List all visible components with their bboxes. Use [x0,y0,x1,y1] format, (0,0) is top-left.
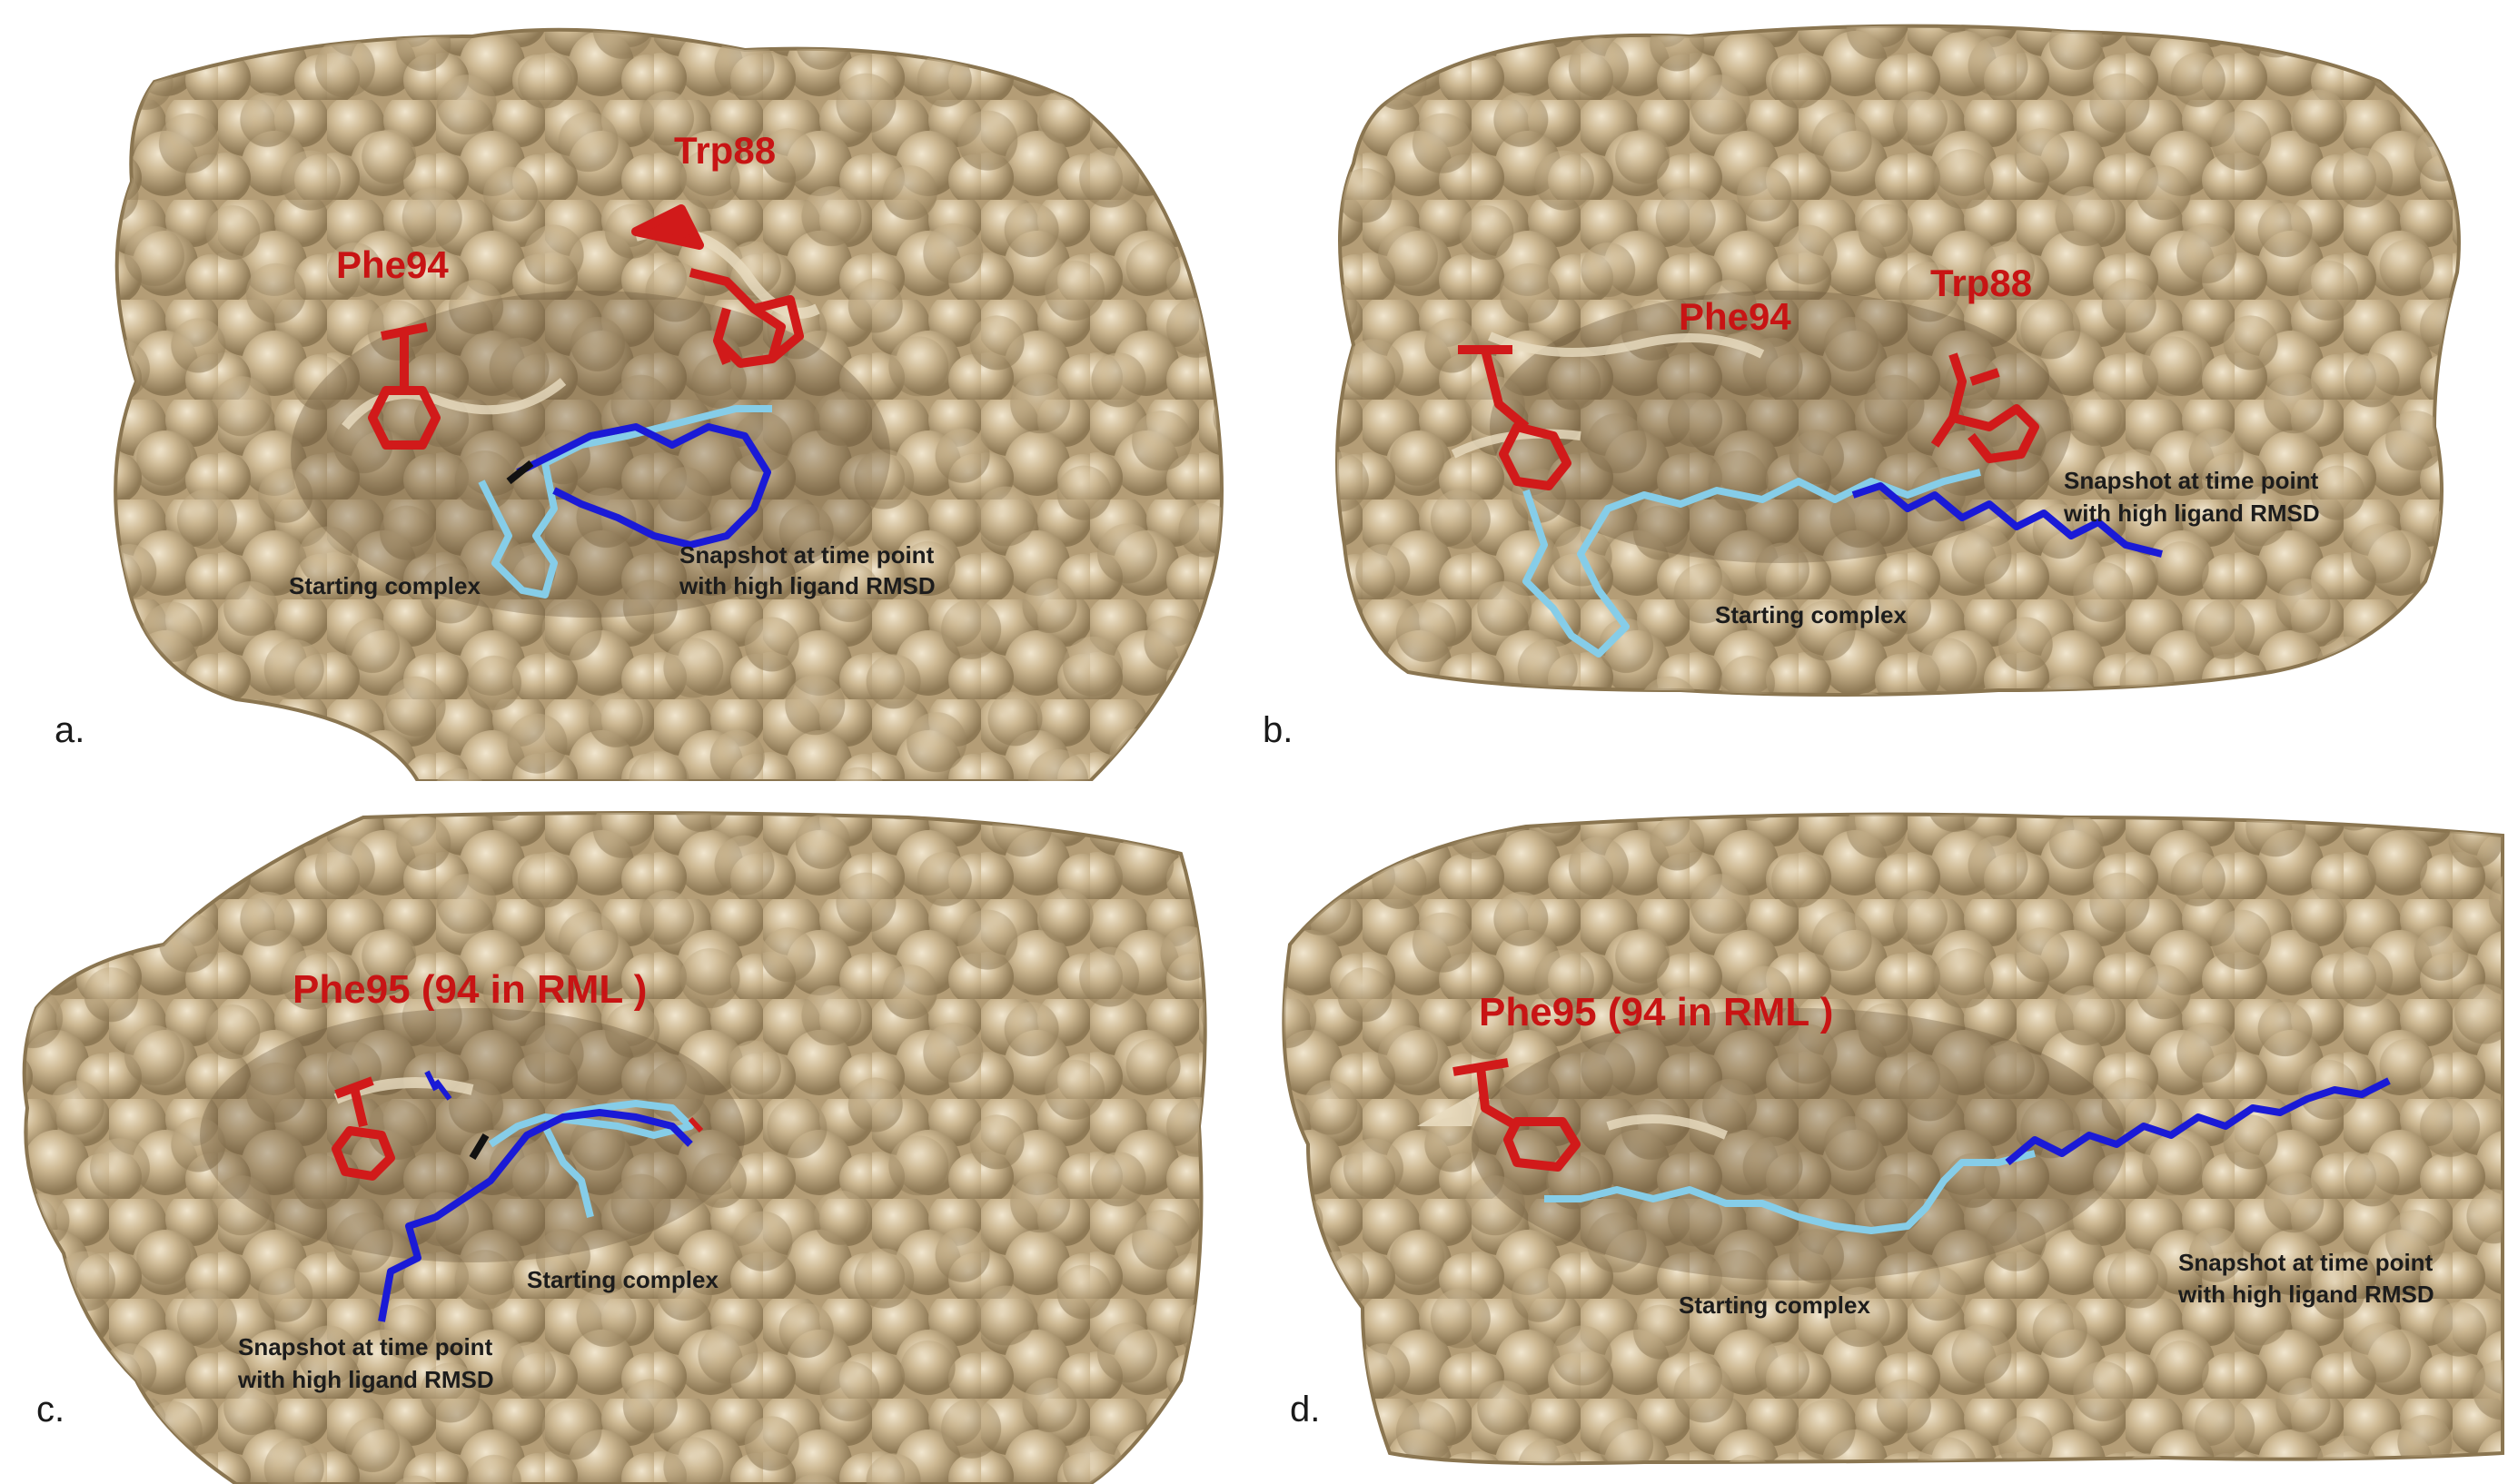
starting-ligand-a [478,405,772,599]
residue-label-phe95-c: Phe95 (94 in RML ) [292,967,648,1012]
phe94-residue-b [1458,345,1571,490]
snapshot-label-c-line2: with high ligand RMSD [238,1366,494,1393]
snapshot-label-line2: with high ligand RMSD [679,572,936,599]
panel-a: Trp88 Phe94 Starting complex Snapshot at… [0,0,1254,781]
phe95-residue-c [332,1076,395,1181]
starting-complex-label: Starting complex [289,572,481,599]
snapshot-label-line1: Snapshot at time point [679,541,935,569]
starting-complex-label-c: Starting complex [527,1266,719,1293]
starting-ligand-d [1544,1150,2036,1234]
residue-label-trp88-b: Trp88 [1930,262,2033,304]
snapshot-label-b-line1: Snapshot at time point [2064,467,2319,494]
snapshot-ligand-c [378,1109,693,1322]
residue-label-phe94: Phe94 [336,243,449,286]
residue-label-phe94-b: Phe94 [1679,295,1791,338]
starting-ligand-b [1522,469,1981,658]
snapshot-label-b-line2: with high ligand RMSD [2064,500,2320,527]
snapshot-ligand-d [2005,1077,2391,1166]
panel-b: Phe94 Trp88 Starting complex Snapshot at… [1254,0,2508,781]
panel-c-surface [22,811,1207,1484]
snapshot-ligand-a [516,423,771,549]
phe95-residue-d [1452,1058,1581,1172]
trp88-residue [631,204,804,368]
panel-letter-b: b. [1263,710,1294,750]
panel-d: Phe95 (94 in RML ) Starting complex Snap… [1254,799,2508,1484]
snapshot-label-d-line2: with high ligand RMSD [2178,1281,2434,1308]
starting-complex-label-b: Starting complex [1715,601,1907,628]
snapshot-label-c-line1: Snapshot at time point [238,1333,493,1360]
trp88-residue-b [1930,352,2039,463]
snapshot-ligand-b [1851,482,2163,558]
phe94-residue [368,322,441,450]
panel-a-surface [114,27,1224,781]
panel-letter-d: d. [1290,1390,1321,1430]
residue-label-phe95-d: Phe95 (94 in RML ) [1479,990,1834,1034]
snapshot-label-d-line1: Snapshot at time point [2178,1249,2434,1276]
residue-label-trp88: Trp88 [674,129,777,172]
panel-c: Phe95 (94 in RML ) Starting complex Snap… [0,799,1254,1484]
panel-letter-a: a. [55,710,85,750]
panel-d-surface [1282,812,2504,1466]
panel-b-surface [1335,24,2461,697]
starting-complex-label-d: Starting complex [1679,1291,1870,1319]
panel-letter-c: c. [36,1390,65,1430]
